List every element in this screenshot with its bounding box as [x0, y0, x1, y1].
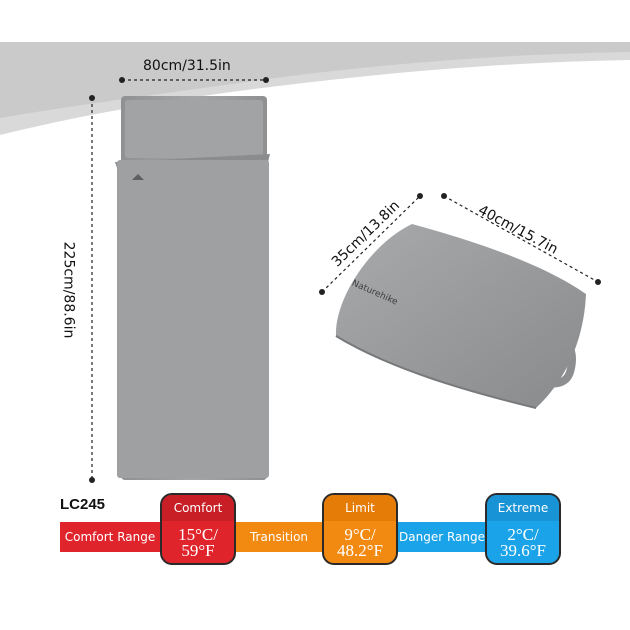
comfort-celsius: 15°C/	[178, 525, 218, 544]
limit-celsius: 9°C/	[344, 525, 376, 544]
comfort-range-bar: Comfort Range	[60, 522, 160, 552]
limit-fahrenheit: 48.2°F	[336, 541, 383, 560]
comfort-fahrenheit: 59°F	[181, 541, 215, 560]
comfort-range-label: Comfort Range	[64, 530, 156, 544]
comfort-header: Comfort	[162, 495, 234, 521]
extreme-fahrenheit: 39.6°F	[499, 541, 546, 560]
danger-range-bar: Danger Range	[397, 522, 487, 552]
limit-header: Limit	[324, 495, 396, 521]
transition-range-bar: Transition Range	[234, 522, 324, 574]
bag-width-label: 80cm/31.5in	[143, 58, 231, 74]
extreme-header: Extreme	[487, 495, 559, 521]
extreme-celsius: 2°C/	[507, 525, 539, 544]
limit-point: Limit 9°C/48.2°F	[322, 493, 398, 565]
comfort-point: Comfort 15°C/59°F	[160, 493, 236, 565]
product-code: LC245	[60, 496, 106, 513]
transition-range-label: Transition Range	[249, 530, 309, 574]
danger-range-label: Danger Range	[399, 530, 485, 544]
extreme-point: Extreme 2°C/39.6°F	[485, 493, 561, 565]
